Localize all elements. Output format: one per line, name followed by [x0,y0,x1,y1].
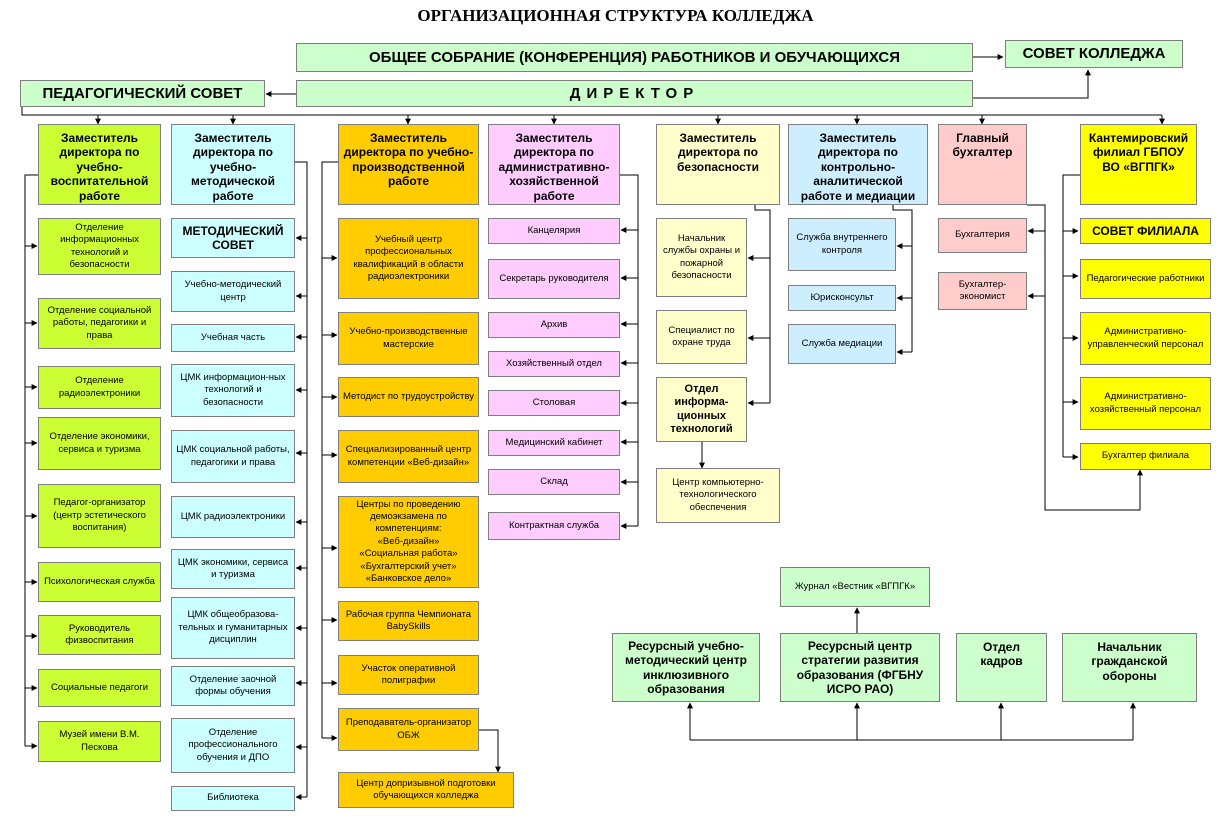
col1-item: Отделение информационных технологий и бе… [38,218,161,275]
col6-item: Служба внутреннего контроля [788,218,896,271]
col1-item: Музей имени В.М. Пескова [38,721,161,762]
col4-item: Медицинский кабинет [488,430,620,456]
col3-item: Участок оперативной полиграфии [338,655,479,695]
col1-item: Отделение экономики, сервиса и туризма [38,417,161,470]
col3-item: Специализированный центр компетенции «Ве… [338,430,479,483]
col4-item: Канцелярия [488,218,620,244]
deputy-control-box: Заместитель директора по контрольно-анал… [788,124,928,205]
deputy-security-box: Заместитель директора по безопасности [656,124,780,205]
col3-item: Учебно-производственные мастерские [338,312,479,365]
director-box: ДИРЕКТОР [296,80,973,107]
col1-item: Психологическая служба [38,562,161,602]
col1-item: Руководитель физвоспитания [38,615,161,655]
col8-item: Административно-управленческий персонал [1080,312,1211,365]
col6-item: Юрисконсульт [788,285,896,311]
col8-item: Бухгалтер филиала [1080,443,1211,470]
col2-item: Отделение профессионального обучения и Д… [171,718,295,773]
col6-item: Служба медиации [788,324,896,364]
col8-item: Административно-хозяйственный персонал [1080,377,1211,430]
col2-item: ЦМК экономики, сервиса и туризма [171,549,295,589]
col3-item: Центры по проведению демоэкзамена по ком… [338,496,479,588]
deputy-production-box: Заместитель директора по учебно-производ… [338,124,479,205]
methodical-council-box: МЕТОДИЧЕСКИЙ СОВЕТ [171,218,295,258]
col2-item: Библиотека [171,786,295,811]
col7-item: Бухгалтерия [938,218,1027,253]
col4-item: Архив [488,312,620,338]
deputy-methodical-box: Заместитель директора по учебно-методиче… [171,124,295,205]
bottom-item: Начальник гражданской обороны [1062,633,1197,702]
col2-item: Учебная часть [171,324,295,352]
deputy-admin-box: Заместитель директора по административно… [488,124,620,205]
col4-item: Контрактная служба [488,512,620,540]
col4-item: Столовая [488,390,620,416]
col1-item: Отделение радиоэлектроники [38,366,161,409]
col2-item: ЦМК информацион-ных технологий и безопас… [171,364,295,417]
col5-it-department: Отдел информа-ционных технологий [656,377,747,442]
bottom-item: Ресурсный центр стратегии развития образ… [780,633,940,702]
deputy-educational-box: Заместитель директора по учебно-воспитат… [38,124,161,205]
col5-item: Начальник службы охраны и пожарной безоп… [656,218,747,297]
bottom-item: Ресурсный учебно-методический центр инкл… [612,633,760,702]
col2-item: ЦМК социальной работы, педагогики и прав… [171,430,295,483]
col3-item: Преподаватель-организатор ОБЖ [338,708,479,751]
col1-item: Отделение социальной работы, педагогики … [38,298,161,349]
college-council-box: СОВЕТ КОЛЛЕДЖА [1005,40,1183,68]
general-meeting-box: ОБЩЕЕ СОБРАНИЕ (КОНФЕРЕНЦИЯ) РАБОТНИКОВ … [296,43,973,72]
bottom-item: Отдел кадров [956,633,1047,702]
col8-item: Педагогические работники [1080,259,1211,299]
col5-item: Центр компьютерно-технологического обесп… [656,468,780,523]
col3-item: Рабочая группа Чемпионата BabySkills [338,601,479,641]
col2-item: Отделение заочной формы обучения [171,666,295,706]
branch-box: Кантемировский филиал ГБПОУ ВО «ВГПГК» [1080,124,1197,205]
col4-item: Склад [488,469,620,495]
journal-box: Журнал «Вестник «ВГПГК» [780,567,930,607]
col4-item: Хозяйственный отдел [488,351,620,377]
col7-item: Бухгалтер-экономист [938,272,1027,310]
col3-item: Учебный центр профессиональных квалифика… [338,218,479,299]
col4-item: Секретарь руководителя [488,259,620,299]
pedagogical-council-box: ПЕДАГОГИЧЕСКИЙ СОВЕТ [20,80,265,107]
col2-item: ЦМК радиоэлектроники [171,496,295,538]
col5-item: Специалист по охране труда [656,310,747,364]
col2-item: Учебно-методический центр [171,271,295,312]
page-title: ОРГАНИЗАЦИОННАЯ СТРУКТУРА КОЛЛЕДЖА [417,6,814,25]
col3-item: Центр допризывной подготовки обучающихся… [338,772,514,808]
chief-accountant-box: Главный бухгалтер [938,124,1027,205]
col1-item: Социальные педагоги [38,669,161,707]
branch-council-box: СОВЕТ ФИЛИАЛА [1080,218,1211,244]
col3-item: Методист по трудоустройству [338,377,479,417]
col1-item: Педагог-организатор (центр эстетического… [38,484,161,548]
col2-item: ЦМК общеобразова-тельных и гуманитарных … [171,597,295,659]
